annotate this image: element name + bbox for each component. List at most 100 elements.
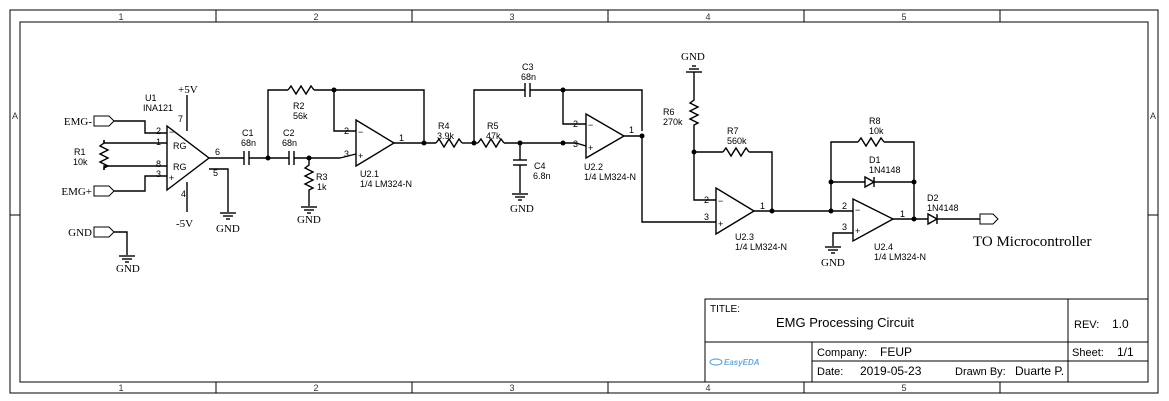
svg-text:+: + bbox=[855, 226, 860, 236]
u1-pin-4: 4 bbox=[181, 189, 186, 199]
frame-col-5: 5 bbox=[901, 12, 906, 22]
frame-row-a-right: A bbox=[1150, 111, 1156, 121]
r5-ref: R5 bbox=[487, 121, 499, 131]
company-value: FEUP bbox=[880, 345, 912, 359]
svg-text:+: + bbox=[588, 143, 593, 153]
u24-stage: R8 10k D1 1N4148 − + 2 3 1 GND U2.4 1/4 … bbox=[821, 116, 928, 269]
r2-value: 56k bbox=[293, 111, 308, 121]
u24-pin-1: 1 bbox=[900, 209, 905, 219]
gnd-label-u1: GND bbox=[216, 223, 240, 235]
u22-pin-1: 1 bbox=[629, 125, 634, 135]
emg-minus-label: EMG- bbox=[64, 116, 92, 128]
title-label: TITLE: bbox=[710, 304, 740, 315]
r4-value: 3.9k bbox=[437, 131, 455, 141]
u21-pin-3: 3 bbox=[344, 149, 349, 159]
output-label: TO Microcontroller bbox=[973, 234, 1091, 250]
r2-ref: R2 bbox=[293, 101, 305, 111]
r8-ref: R8 bbox=[869, 116, 881, 126]
u1-ref: U1 bbox=[145, 93, 157, 103]
frame-col-2: 2 bbox=[313, 12, 318, 22]
r5-value: 47k bbox=[486, 131, 501, 141]
u24-pin-3: 3 bbox=[842, 222, 847, 232]
svg-text:−: − bbox=[358, 127, 363, 137]
u1-instrumentation-amp: U1 INA121 RG RG − + 2 1 8 3 6 5 7 4 +5V … bbox=[103, 84, 240, 235]
title-text: EMG Processing Circuit bbox=[776, 315, 914, 330]
c4-value: 6.8n bbox=[533, 171, 551, 181]
u23-stage: GND R6 270k R7 560k − + 2 3 1 U2.3 1/4 L… bbox=[663, 51, 853, 252]
d2-ref: D2 bbox=[927, 193, 939, 203]
u1-pin-6: 6 bbox=[215, 147, 220, 157]
r6-value: 270k bbox=[663, 117, 683, 127]
gnd-label-r3: GND bbox=[297, 214, 321, 226]
u24-ref: U2.4 bbox=[874, 242, 893, 252]
u21-ref: U2.1 bbox=[360, 169, 379, 179]
rev-value: 1.0 bbox=[1112, 317, 1129, 331]
frame-row-a-left: A bbox=[12, 111, 18, 121]
output-stage: D2 1N4148 TO Microcontroller bbox=[927, 193, 1091, 250]
svg-text:+: + bbox=[169, 173, 174, 183]
r4-r5-resistors: R4 3.9k R5 47k bbox=[435, 121, 576, 149]
input-ports: EMG- EMG+ GND bbox=[61, 115, 115, 239]
coupling-caps: C1 68n C2 68n bbox=[209, 128, 340, 165]
r6-ref: R6 bbox=[663, 107, 675, 117]
u21-pin-1: 1 bbox=[399, 133, 404, 143]
r3-resistor: R3 1k GND bbox=[297, 158, 328, 226]
title-block: TITLE: EMG Processing Circuit REV: 1.0 E… bbox=[704, 298, 1149, 383]
u21-value: 1/4 LM324-N bbox=[360, 179, 412, 189]
u21-stage: R2 56k − + 2 3 1 U2.1 1/4 LM324-N bbox=[267, 84, 436, 189]
r1-ref: R1 bbox=[74, 147, 86, 157]
r7-ref: R7 bbox=[727, 126, 739, 136]
frame-col-4-bottom: 4 bbox=[705, 383, 710, 393]
u22-stage: C3 68n C4 6.8n GND − + 2 3 1 U2.2 1/4 LM… bbox=[473, 62, 716, 223]
u24-value: 1/4 LM324-N bbox=[874, 252, 926, 262]
c2-ref: C2 bbox=[283, 128, 295, 138]
emg-plus-label: EMG+ bbox=[61, 186, 92, 198]
gnd-label-port: GND bbox=[116, 263, 140, 275]
gnd-label-u24: GND bbox=[821, 257, 845, 269]
svg-text:+: + bbox=[718, 219, 723, 229]
u1-rg-label-2: RG bbox=[173, 162, 187, 172]
u21-pin-2: 2 bbox=[344, 126, 349, 136]
gnd-port bbox=[93, 226, 115, 238]
c3-value: 68n bbox=[521, 72, 536, 82]
frame-col-3: 3 bbox=[509, 12, 514, 22]
u23-pin-3: 3 bbox=[704, 212, 709, 222]
gnd-port-label: GND bbox=[68, 227, 92, 239]
frame-col-2-bottom: 2 bbox=[313, 383, 318, 393]
company-label: Company: bbox=[817, 347, 867, 359]
u1-rg-label-1: RG bbox=[173, 141, 187, 151]
u1-neg-supply: -5V bbox=[176, 218, 193, 230]
sheet-frame: 1 2 3 4 5 1 2 3 4 5 A A bbox=[9, 9, 1159, 394]
r3-value: 1k bbox=[317, 182, 327, 192]
u1-pos-supply: +5V bbox=[178, 84, 198, 96]
d1-ref: D1 bbox=[869, 155, 881, 165]
frame-col-4: 4 bbox=[705, 12, 710, 22]
drawn-by-value: Duarte P. bbox=[1015, 364, 1064, 378]
gnd-port-symbol: GND bbox=[114, 231, 140, 275]
r4-ref: R4 bbox=[438, 121, 450, 131]
u23-ref: U2.3 bbox=[735, 232, 754, 242]
c3-ref: C3 bbox=[522, 62, 534, 72]
rev-label: REV: bbox=[1074, 319, 1099, 331]
frame-col-5-bottom: 5 bbox=[901, 383, 906, 393]
sheet-value: 1/1 bbox=[1117, 345, 1134, 359]
r7-value: 560k bbox=[727, 136, 747, 146]
gnd-label-top: GND bbox=[681, 51, 705, 63]
u1-pin-3: 3 bbox=[156, 169, 161, 179]
gnd-label-c4: GND bbox=[510, 203, 534, 215]
u23-pin-2: 2 bbox=[704, 195, 709, 205]
frame-col-1-bottom: 1 bbox=[118, 383, 123, 393]
logo-text: EasyEDA bbox=[724, 358, 760, 367]
r1-resistor: R1 10k bbox=[73, 140, 110, 170]
u22-pin-3: 3 bbox=[573, 139, 578, 149]
u1-pin-5: 5 bbox=[213, 168, 218, 178]
u22-pin-2: 2 bbox=[573, 119, 578, 129]
u22-value: 1/4 LM324-N bbox=[584, 172, 636, 182]
svg-text:−: − bbox=[169, 127, 174, 137]
c4-ref: C4 bbox=[534, 161, 546, 171]
svg-text:−: − bbox=[588, 120, 593, 130]
drawn-label: Drawn By: bbox=[955, 366, 1006, 378]
r1-value: 10k bbox=[73, 157, 88, 167]
c1-ref: C1 bbox=[242, 128, 254, 138]
